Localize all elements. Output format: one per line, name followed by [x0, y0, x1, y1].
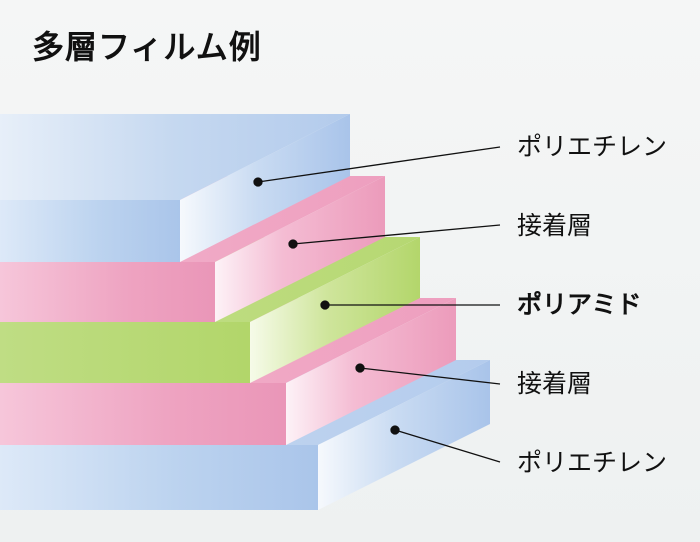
leader-dot-2: [288, 239, 298, 249]
label-adhesive-upper: 接着層: [517, 211, 593, 240]
leader-line-1: [257, 146, 501, 183]
label-adhesive-lower: 接着層: [517, 369, 593, 398]
layer-top-polyethylene: [0, 114, 350, 262]
label-polyethylene-bottom: ポリエチレン: [517, 448, 668, 477]
diagram-title: 多層フィルム例: [32, 28, 262, 66]
leader-line-5: [394, 429, 501, 463]
leader-dot-5: [390, 425, 400, 435]
leader-line-2: [292, 224, 501, 245]
leader-dot-4: [355, 363, 365, 373]
leader-dot-1: [253, 177, 263, 187]
leader-lines: [253, 146, 501, 463]
label-polyethylene-top: ポリエチレン: [517, 132, 668, 161]
label-polyamide: ポリアミド: [517, 290, 642, 319]
leader-line-4: [359, 367, 501, 385]
leader-dot-3: [320, 300, 330, 310]
